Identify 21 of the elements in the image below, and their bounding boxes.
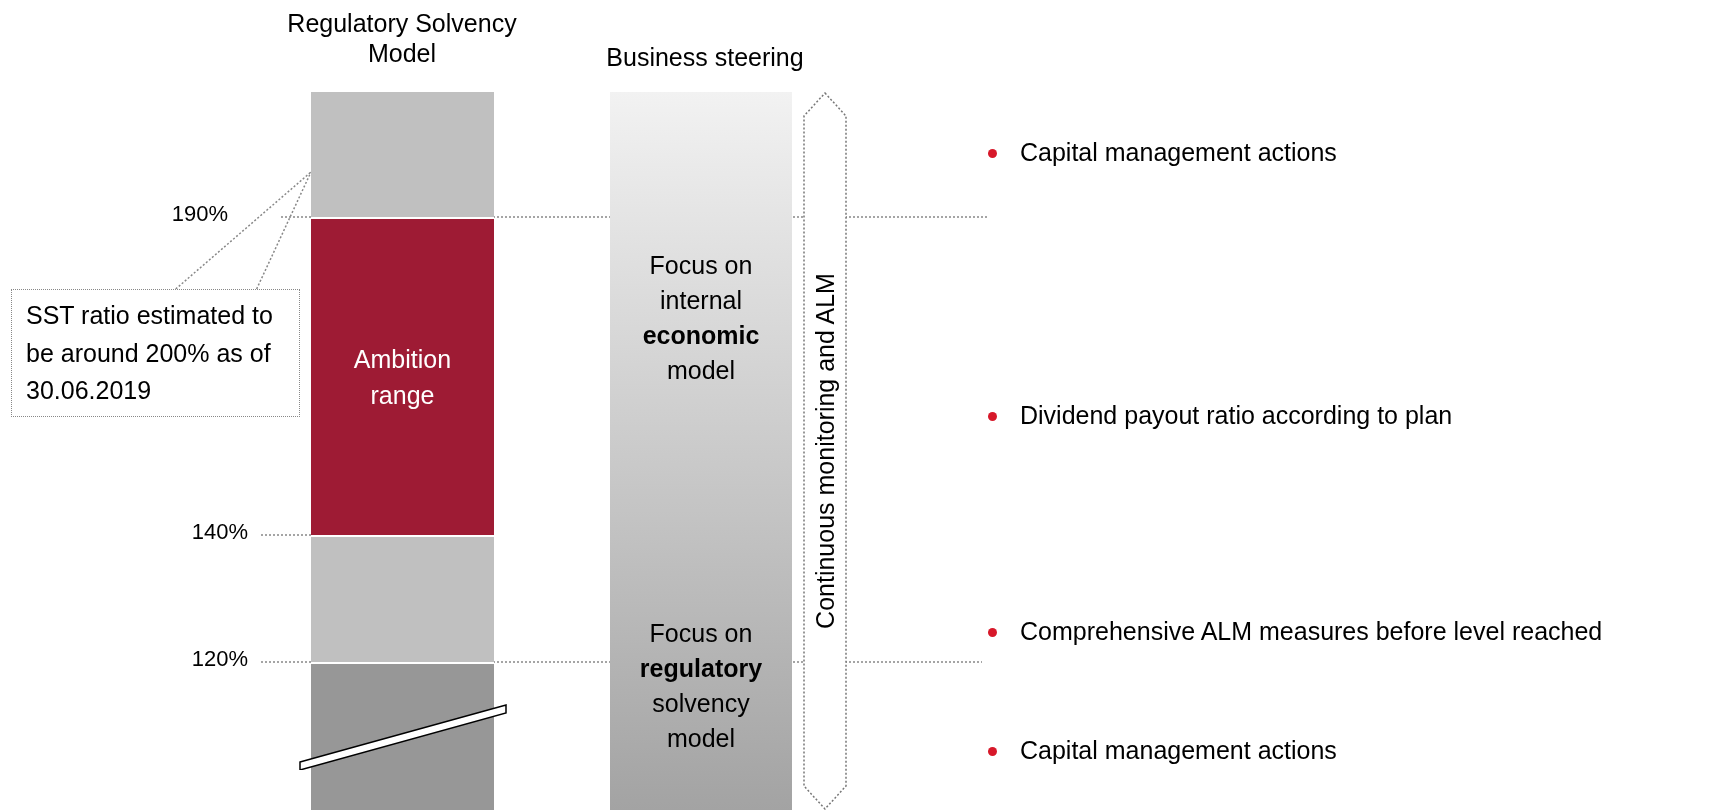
level-label: 120% [190,646,248,673]
leader-line [175,171,312,290]
bullet-text: Dividend payout ratio according to plan [984,400,1684,430]
level-label: 190% [170,201,228,228]
callout-box [11,289,300,417]
ambition-range-band [311,217,494,535]
bullet-text: Comprehensive ALM measures before level reached [984,616,1704,646]
focus-text: Focus on internal economic model [641,250,761,386]
solvency-band [311,92,494,217]
solvency-band [311,662,494,810]
level-label: 140% [190,519,248,546]
callout-text: SST ratio estimated to be around 200% as of 30.06.2019 [26,299,273,406]
column-heading: Business steering [605,42,805,73]
bullet-text: Capital management actions [984,137,1684,167]
band-label: Ambition range [352,343,453,411]
vertical-label: Continuous monitoring and ALM [810,273,840,629]
leader-line [255,171,312,290]
column-heading: Regulatory Solvency Model [287,8,517,68]
bullet-text: Capital management actions [984,735,1684,765]
focus-text: Focus on regulatory solvency model [638,618,764,754]
solvency-band [311,535,494,662]
